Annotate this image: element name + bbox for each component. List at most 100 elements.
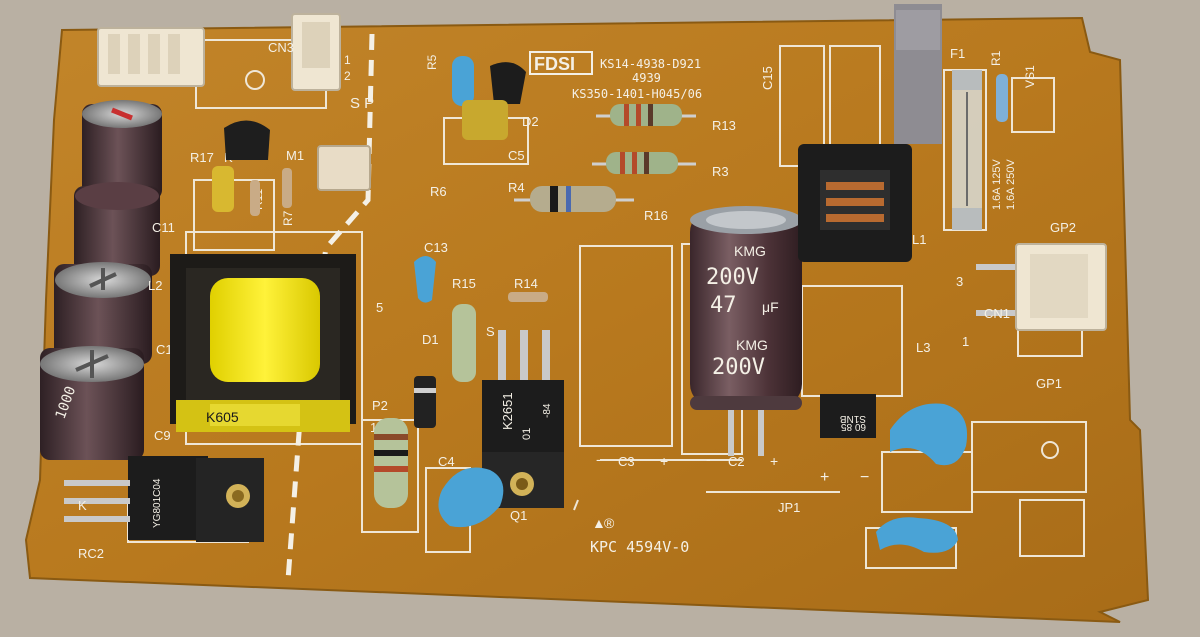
resistor-r16	[514, 186, 634, 212]
electrolytic-cap-3	[54, 262, 152, 364]
part-line-2: 4939	[632, 71, 661, 85]
label-c2-plus: +	[770, 453, 778, 469]
bulk-capacitor	[690, 206, 802, 456]
label-d2: D2	[522, 114, 539, 129]
x-capacitor-top	[896, 10, 940, 50]
label-r15: R15	[452, 276, 476, 291]
blue-cap-top	[452, 56, 474, 106]
label-c15: C15	[760, 66, 775, 90]
label-transformer: K605	[206, 409, 239, 425]
resistor-r11	[250, 180, 260, 216]
label-r17: R17	[190, 150, 214, 165]
yellow-capacitor-left	[212, 166, 234, 212]
diode-d1-band	[414, 388, 436, 393]
ceramic-cap-c13	[414, 256, 436, 303]
ul-mark: ®	[604, 515, 615, 531]
y-capacitor-1	[890, 403, 968, 466]
label-c13: C13	[424, 240, 448, 255]
label-bridge-minus: −	[860, 469, 869, 486]
label-r4: R4	[508, 180, 525, 195]
label-pin1-left: 1	[370, 420, 377, 435]
label-cap-voltage-2: 200V	[712, 355, 765, 380]
bridge-rectifier	[820, 394, 876, 438]
label-c3-minus: -	[596, 451, 601, 467]
resistor-r13	[596, 104, 696, 126]
label-cn3-pin2: 2	[344, 69, 351, 83]
label-r13: R13	[712, 118, 736, 133]
resistor-p2-band3	[374, 466, 408, 472]
resistor-r3	[592, 152, 696, 174]
electrolytic-cap-2	[74, 182, 160, 276]
label-sp: S P	[350, 95, 374, 112]
label-r7: R7	[281, 210, 295, 226]
label-q1: Q1	[510, 508, 527, 523]
label-c3-plus: +	[660, 453, 668, 469]
label-pin5: 5	[376, 300, 383, 315]
label-d1: D1	[422, 332, 439, 347]
transistor-top-center	[490, 62, 526, 104]
y-capacitor-2	[876, 517, 958, 553]
optocoupler	[317, 145, 371, 191]
part-line-1: KS14-4938-D921	[600, 57, 701, 71]
label-gp2: GP2	[1050, 220, 1076, 235]
resistor-p2-band1	[374, 434, 408, 440]
diode-d1	[414, 376, 436, 428]
label-c11: C11	[152, 220, 175, 235]
label-cn3-pin1: 1	[344, 53, 351, 67]
label-diode-package: YG801C04	[152, 478, 163, 528]
transistor-top-left	[224, 120, 270, 160]
label-l3: L3	[916, 340, 930, 355]
logo-box	[529, 51, 593, 75]
label-cn3: CN3	[268, 40, 294, 55]
label-f1: F1	[950, 46, 965, 61]
label-r3: R3	[712, 164, 729, 179]
resistor-r7	[282, 168, 292, 208]
label-r16: R16	[644, 208, 668, 223]
label-bridge: S1NB	[840, 413, 866, 424]
label-c3: C3	[618, 454, 635, 469]
fuse-f1	[952, 70, 982, 230]
label-r5: R5	[425, 54, 439, 70]
yellow-cap-center	[462, 100, 508, 140]
electrolytic-cap-1	[82, 100, 162, 200]
label-l2: L2	[148, 278, 162, 293]
label-r14: R14	[514, 276, 538, 291]
common-mode-choke-l1	[798, 144, 912, 262]
label-l1: L1	[912, 232, 926, 247]
transformer	[170, 254, 356, 432]
label-vs1: VS1	[1023, 65, 1037, 88]
connector-cn1	[976, 243, 1107, 331]
label-gp1: GP1	[1036, 376, 1062, 391]
resistor-r15	[452, 304, 476, 382]
resistor-r14	[508, 292, 548, 302]
label-jp1: JP1	[778, 500, 800, 515]
warning-triangle-icon: ▲	[592, 515, 606, 531]
part-line-3: KS350-1401-H045/06	[572, 87, 702, 101]
label-k-bottom: K	[78, 498, 87, 513]
resistor-r1	[996, 74, 1008, 122]
label-cn1: CN1	[984, 306, 1010, 321]
label-s: S	[486, 324, 495, 339]
label-c2: C2	[728, 454, 745, 469]
label-cap-value: 47	[710, 293, 737, 318]
label-r6: R6	[430, 184, 447, 199]
label-c4: C4	[438, 454, 455, 469]
label-bridge-plus: +	[820, 469, 829, 486]
label-c1: C1	[156, 342, 173, 357]
label-mosfet-code: -84	[542, 403, 553, 418]
label-fuse-rating-2: 1.6A 250V	[1005, 159, 1017, 210]
label-c5: C5	[508, 148, 525, 163]
connector-top-left	[97, 27, 205, 87]
ceramic-cap-c4	[438, 467, 504, 528]
label-cap-brand: KMG	[734, 243, 766, 259]
label-mosfet: K2651	[500, 392, 515, 430]
label-cap-unit: μF	[762, 299, 779, 315]
board-bottom-mark: KPC 4594V-0	[590, 538, 689, 556]
resistor-p2	[374, 418, 408, 508]
connector-cn3	[291, 13, 341, 91]
label-bridge-sub: 60 85	[841, 421, 866, 432]
label-m1: M1	[286, 148, 304, 163]
label-cap-brand-2: KMG	[736, 337, 768, 353]
label-mosfet-sub: 01	[521, 428, 533, 440]
